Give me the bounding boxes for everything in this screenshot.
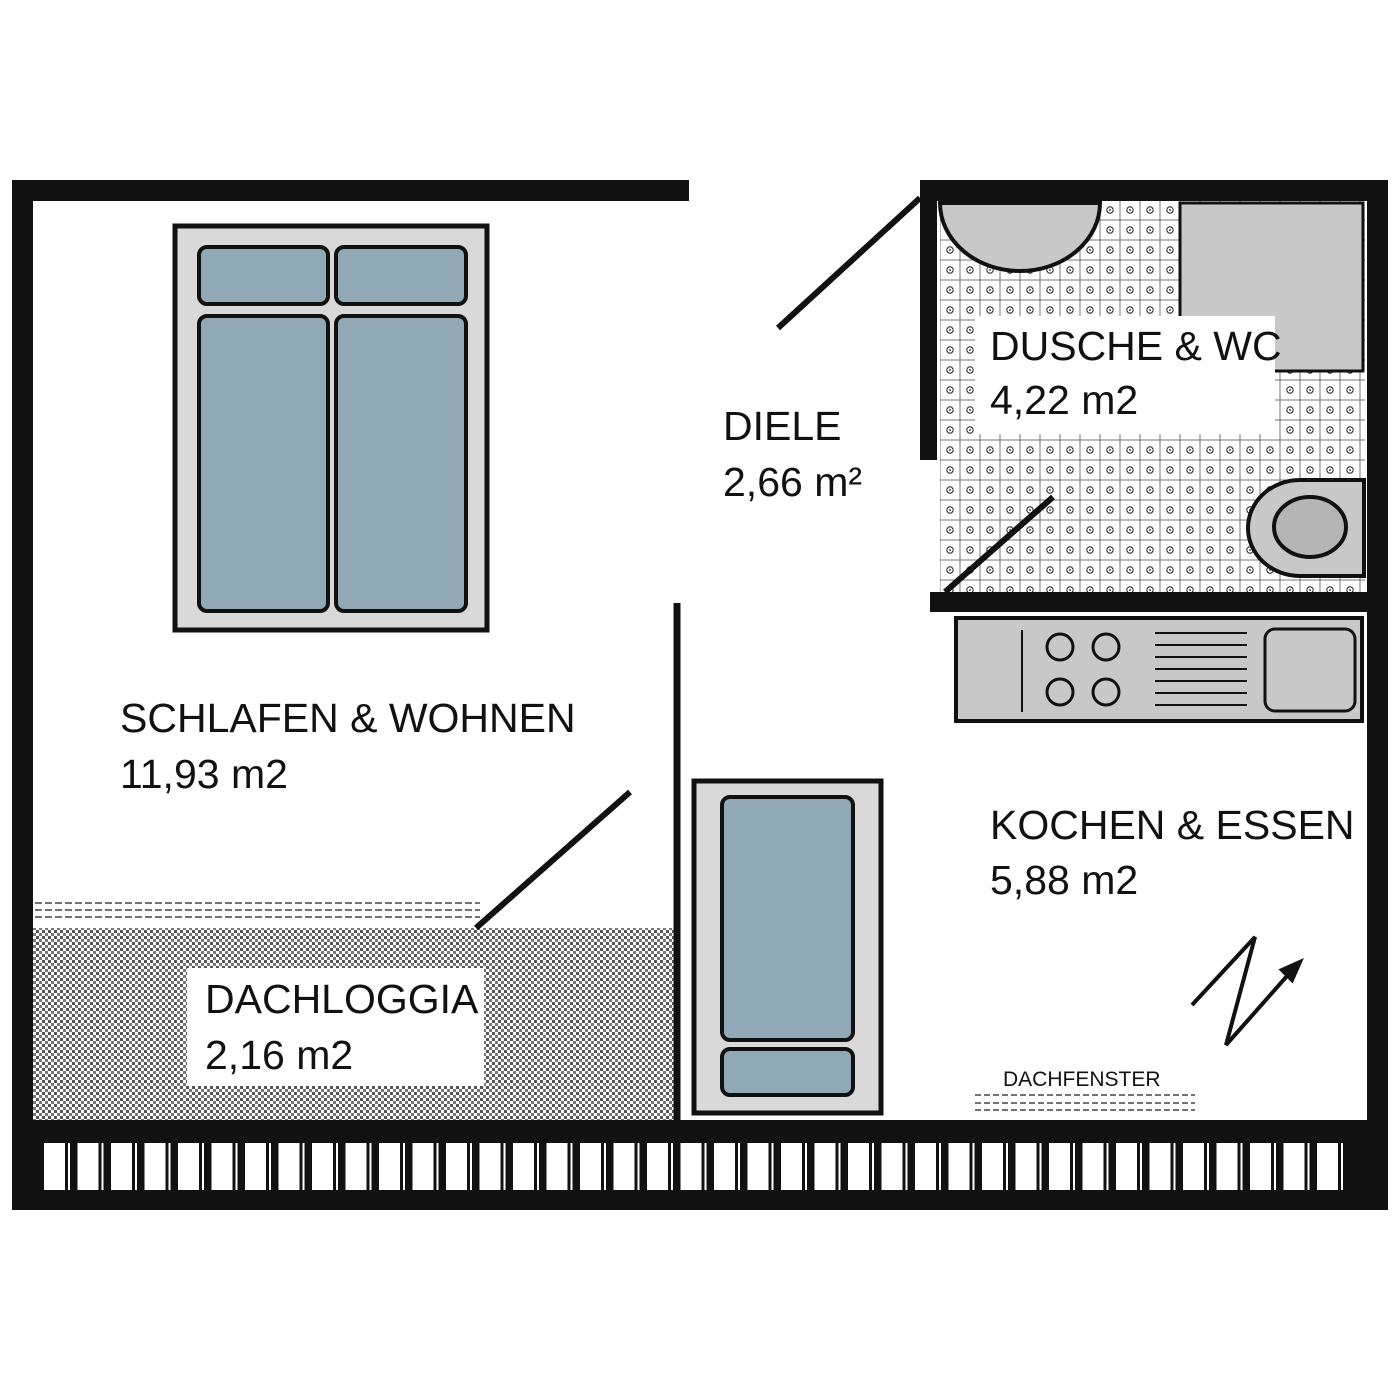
window-pane <box>714 1143 735 1190</box>
loggia-edge-lines <box>35 902 480 918</box>
skylight-lines <box>975 1094 1195 1111</box>
entrance-door <box>775 195 923 331</box>
diele-name: DIELE <box>723 403 842 449</box>
dachloggia-name: DACHLOGGIA <box>205 976 479 1022</box>
kitchen-counter <box>954 616 1364 723</box>
window-pane <box>379 1143 400 1190</box>
window-pane <box>245 1143 266 1190</box>
window-pane <box>546 1143 568 1190</box>
window-pane <box>144 1143 166 1190</box>
window-pane <box>1183 1143 1204 1190</box>
loggia-label-bg <box>187 968 484 1086</box>
window-pane <box>178 1143 199 1190</box>
window-pane <box>747 1143 769 1190</box>
window-pane <box>781 1143 802 1190</box>
schlafen-area: 11,93 m2 <box>120 751 288 797</box>
shower-icon <box>937 201 1103 273</box>
window-pane <box>479 1143 501 1190</box>
window-pane <box>513 1143 534 1190</box>
window-pane <box>680 1143 702 1190</box>
doors <box>474 195 1055 931</box>
window-pane <box>580 1143 601 1190</box>
pillow-left <box>197 245 330 306</box>
window-pane <box>982 1143 1003 1190</box>
window-pane <box>848 1143 869 1190</box>
single-bed <box>691 778 884 1116</box>
window-pane <box>1317 1143 1338 1190</box>
stove-icon <box>1045 632 1121 707</box>
window-pane <box>111 1143 132 1190</box>
single-mattress <box>720 795 855 1042</box>
top-wall-left <box>12 180 689 201</box>
dusche-name: DUSCHE & WC <box>990 323 1282 369</box>
bottom-window-strip <box>44 1143 1343 1190</box>
kochen-name: KOCHEN & ESSEN <box>990 802 1355 848</box>
window-pane <box>1015 1143 1037 1190</box>
window-pane <box>948 1143 970 1190</box>
window-pane <box>211 1143 233 1190</box>
pillow-right <box>334 245 468 306</box>
loggia-door <box>474 789 632 931</box>
dusche-label-bg <box>975 316 1275 434</box>
window-pane <box>278 1143 300 1190</box>
window-pane <box>814 1143 836 1190</box>
window-pane <box>915 1143 936 1190</box>
bathroom-left-wall <box>920 180 937 460</box>
window-pane <box>345 1143 367 1190</box>
window-pane <box>312 1143 333 1190</box>
mattress-right <box>334 314 468 613</box>
schlafen-name: SCHLAFEN & WOHNEN <box>120 695 576 741</box>
window-pane <box>1283 1143 1305 1190</box>
bathroom-door <box>943 494 1055 595</box>
window-pane <box>647 1143 668 1190</box>
right-wall <box>1367 180 1388 1210</box>
window-pane <box>1049 1143 1070 1190</box>
single-pillow <box>720 1047 855 1097</box>
window-pane <box>1082 1143 1104 1190</box>
window-pane <box>1250 1143 1271 1190</box>
dusche-area: 4,22 m2 <box>990 377 1138 423</box>
dachfenster-label: DACHFENSTER <box>1003 1068 1161 1091</box>
kochen-area: 5,88 m2 <box>990 857 1138 903</box>
window-pane <box>613 1143 635 1190</box>
mattress-left <box>197 314 330 613</box>
window-pane <box>881 1143 903 1190</box>
window-pane <box>1116 1143 1137 1190</box>
sink-icon <box>1263 627 1357 713</box>
drainboard <box>1155 632 1247 706</box>
window-pane <box>412 1143 434 1190</box>
double-bed <box>172 223 490 633</box>
window-pane <box>1149 1143 1171 1190</box>
left-wall <box>12 180 33 1210</box>
window-pane <box>44 1143 65 1190</box>
diele-area: 2,66 m² <box>723 459 862 505</box>
north-arrow-icon <box>1190 935 1304 1047</box>
window-pane <box>1216 1143 1238 1190</box>
dachloggia-area: 2,16 m2 <box>205 1032 353 1078</box>
top-wall-right <box>920 180 1388 201</box>
bathroom-bottom-wall <box>930 592 1388 612</box>
window-pane <box>446 1143 467 1190</box>
toilet-icon <box>1246 478 1366 578</box>
window-pane <box>77 1143 99 1190</box>
